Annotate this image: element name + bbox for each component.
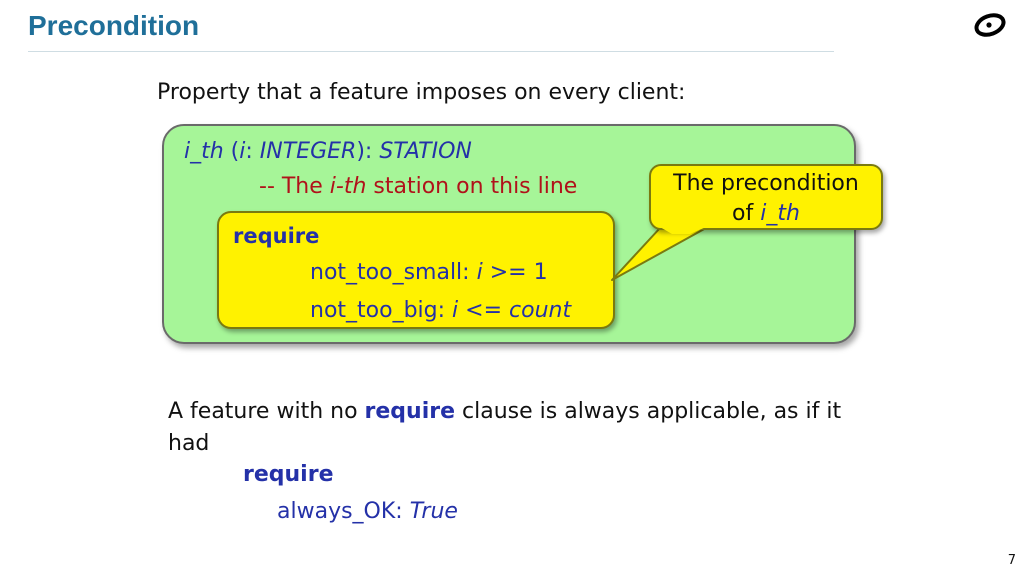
callout-line-1: The precondition <box>673 171 859 196</box>
feature-signature: i_th (i: INTEGER): STATION <box>184 139 472 164</box>
para-keyword: require <box>364 399 456 424</box>
param-name: i <box>239 139 246 164</box>
comment-dash: -- The <box>259 174 330 199</box>
assertion-op: <= <box>458 298 510 323</box>
return-type: STATION <box>379 139 472 164</box>
param-type: INTEGER <box>259 139 357 164</box>
callout-prefix: of <box>732 201 761 226</box>
assertion-rest: >= 1 <box>482 260 548 285</box>
slide-title: Precondition <box>28 10 200 41</box>
feature-comment: -- The i-th station on this line <box>259 174 577 199</box>
callout-line-2: of i_th <box>651 199 881 229</box>
para-after: clause is always applicable, as if it ha… <box>168 399 842 456</box>
sig-close: ): <box>356 139 380 164</box>
example-value: True <box>409 499 458 524</box>
precondition-box <box>217 211 615 329</box>
assertion-not-too-big: not_too_big: i <= count <box>310 298 571 323</box>
sig-open: ( <box>223 139 240 164</box>
assertion-var: i <box>476 260 483 285</box>
para-before: A feature with no <box>168 399 365 424</box>
comment-ith: i-th <box>329 174 367 199</box>
page-number: 7 <box>1007 553 1016 568</box>
require-keyword: require <box>233 224 320 248</box>
explanation-paragraph: A feature with no require clause is alwa… <box>168 396 848 460</box>
title-divider <box>28 51 834 52</box>
assertion-label: not_too_small: <box>310 260 477 285</box>
comment-rest: station on this line <box>366 174 578 199</box>
assertion-label: not_too_big: <box>310 298 453 323</box>
example-require-keyword: require <box>243 462 334 487</box>
example-assertion: always_OK: True <box>277 499 458 524</box>
feature-name: i_th <box>184 139 224 164</box>
callout-feature-name: i_th <box>760 201 800 226</box>
assertion-var: i <box>452 298 459 323</box>
example-label: always_OK: <box>277 499 410 524</box>
intro-text: Property that a feature imposes on every… <box>157 80 686 105</box>
assertion-count: count <box>509 298 572 323</box>
eiffel-logo-icon <box>974 13 1006 37</box>
precondition-callout: The precondition of i_th <box>649 164 883 230</box>
assertion-not-too-small: not_too_small: i >= 1 <box>310 260 548 285</box>
sig-colon: : <box>245 139 260 164</box>
